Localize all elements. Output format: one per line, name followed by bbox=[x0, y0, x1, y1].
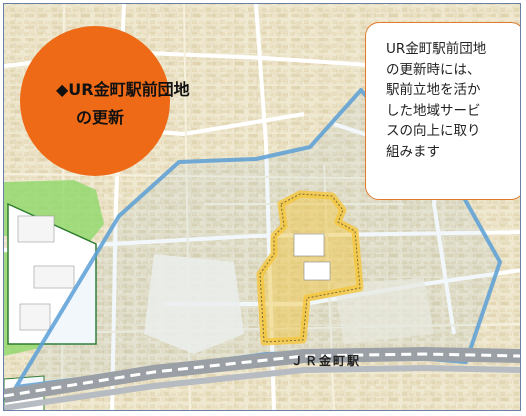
development-area bbox=[144, 254, 434, 354]
title-line-1: ◆UR金町駅前団地 bbox=[56, 80, 190, 99]
title-circle bbox=[20, 26, 170, 176]
callout-line: した地域サービ bbox=[386, 102, 481, 119]
map-title: ◆UR金町駅前団地 の更新 bbox=[56, 76, 256, 132]
map-frame: ◆UR金町駅前団地 の更新 UR金町駅前団地 の更新時には、 駅前立地を活か し… bbox=[3, 3, 521, 411]
callout-line: の更新時には、 bbox=[386, 61, 481, 78]
station-label: ＪＲ金町駅 bbox=[291, 354, 362, 368]
callout-line: スの向上に取り bbox=[386, 123, 481, 139]
callout-line: 駅前立地を活か bbox=[386, 82, 481, 98]
callout-line: UR金町駅前団地 bbox=[386, 41, 487, 57]
title-line-2: の更新 bbox=[76, 108, 125, 127]
danchi-highlight bbox=[256, 190, 364, 346]
railway bbox=[4, 346, 520, 410]
callout-line: 組みます bbox=[386, 143, 440, 160]
callout-box: UR金町駅前団地 の更新時には、 駅前立地を活か した地域サービ スの向上に取り… bbox=[365, 22, 520, 200]
